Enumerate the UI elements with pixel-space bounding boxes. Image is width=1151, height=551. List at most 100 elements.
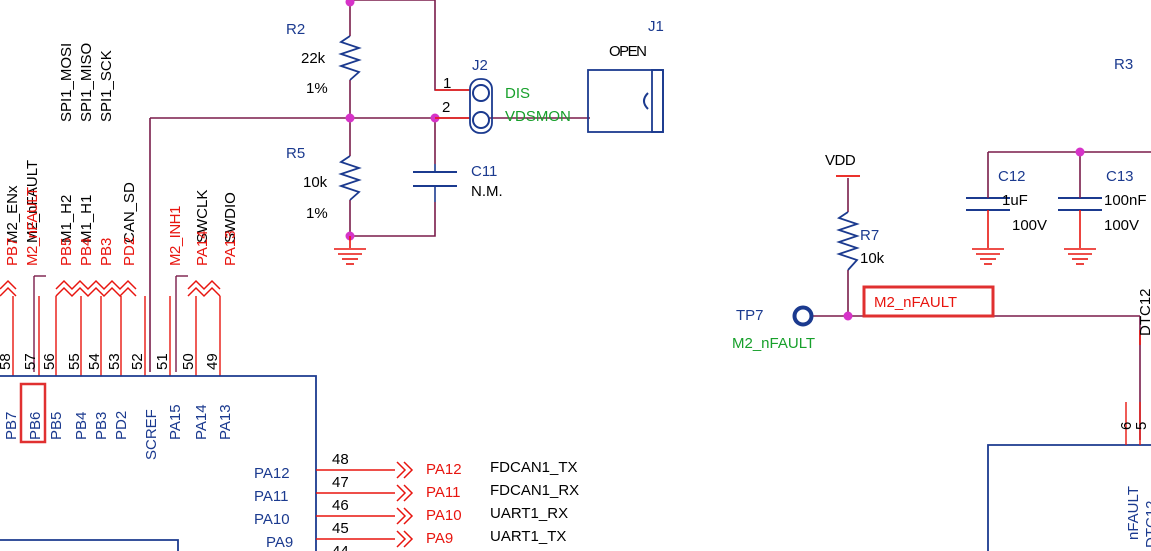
port-pb3: PB3 — [98, 238, 115, 266]
mcu-pin-pb4: PB4 — [73, 412, 90, 440]
m2-nfault-net-label: M2_nFAULT — [862, 285, 995, 318]
pin-58: 58 — [0, 353, 14, 370]
port-pd2: PD2 — [121, 237, 138, 266]
j2-pin2: 2 — [442, 99, 450, 116]
j1-ref: J1 — [648, 18, 664, 35]
r5-value: 10k — [303, 174, 328, 191]
port-pa10: PA10 — [426, 507, 462, 524]
pin-45: 45 — [332, 520, 349, 537]
resistor-r7: R7 10k — [836, 211, 885, 271]
pin-57: 57 — [22, 353, 39, 370]
testpoint-tp7: TP7 M2_nFAULT — [732, 305, 815, 352]
mcu-pin-pb5: PB5 — [48, 412, 65, 440]
tp7-ref: TP7 — [736, 307, 764, 324]
port-pa9: PA9 — [426, 530, 453, 547]
c11-ref: C11 — [471, 163, 497, 180]
c12-voltage: 100V — [1012, 217, 1047, 234]
vdd-symbol: VDD — [825, 152, 860, 177]
r5-tolerance: 1% — [306, 205, 328, 222]
mcu-pin-pa14: PA14 — [193, 404, 210, 440]
c11-value: N.M. — [471, 183, 503, 200]
resistor-r5: R5 10k 1% — [286, 145, 362, 222]
pin-48: 48 — [332, 451, 349, 468]
c12-ref: C12 — [998, 168, 1026, 185]
net-spi1-mosi: SPI1_MOSI — [58, 43, 75, 122]
net-can-sd: CAN_SD — [121, 182, 138, 243]
r7-value: 10k — [860, 250, 885, 267]
pin-52: 52 — [129, 353, 146, 370]
net-uart1-rx: UART1_RX — [490, 505, 568, 522]
c13-voltage: 100V — [1104, 217, 1139, 234]
mcu-pin-pd2: PD2 — [113, 411, 130, 440]
j2-net-dis: DIS — [505, 85, 530, 102]
mcu-pin-pb3: PB3 — [93, 412, 110, 440]
net-swclk: SWCLK — [194, 190, 211, 243]
mcu-pin-pa15: PA15 — [167, 404, 184, 440]
j2-net-vdsmon: VDSMON — [505, 108, 571, 125]
net-fdcan1-tx: FDCAN1_TX — [490, 459, 578, 476]
vdd-label: VDD — [825, 152, 856, 169]
capacitor-c11: C11 N.M. — [413, 163, 503, 202]
nfault-box-label: M2_nFAULT — [874, 294, 957, 311]
r2-tolerance: 1% — [306, 80, 328, 97]
capacitor-c12: C12 1uF 100V — [966, 168, 1047, 265]
c12-value: 1uF — [1002, 192, 1028, 209]
port-pa14: PA14 — [194, 230, 211, 266]
net-m1-h1: M1_H1 — [78, 195, 95, 243]
pb6-highlight-box — [19, 382, 47, 444]
mcu-top-pin-names: PB7 PB6 PB5 PB4 PB3 PD2 SCREF PA15 PA14 … — [3, 404, 234, 460]
port-pa11: PA11 — [426, 484, 460, 501]
port-pb4: PB4 — [78, 238, 95, 266]
net-m2-nfault: M2_nFAULT — [24, 160, 41, 243]
net-m1-h2: M1_H2 — [58, 195, 75, 243]
net-fdcan1-rx: FDCAN1_RX — [490, 482, 579, 499]
capacitor-c13: C13 100nF 100V — [1058, 168, 1147, 265]
net-swdio: SWDIO — [222, 192, 239, 243]
top-pin-numbers: 58 57 56 55 54 53 52 51 50 49 — [0, 353, 221, 370]
driver-pin-nfault: nFAULT — [1125, 486, 1142, 540]
port-pa13: PA13 — [222, 230, 239, 266]
driver-pin-dtc12: DTC12 — [1143, 500, 1151, 548]
pin-55: 55 — [66, 353, 83, 370]
c13-value: 100nF — [1104, 192, 1147, 209]
pin-47: 47 — [332, 474, 349, 491]
pin-56: 56 — [41, 353, 58, 370]
driver-pin-6: 6 — [1118, 422, 1135, 430]
j2-ref: J2 — [472, 57, 488, 74]
mcu-pin-scref: SCREF — [143, 409, 160, 460]
net-m2-enx: M2_ENx — [4, 185, 21, 243]
jumper-j2: J2 1 2 DIS VDSMON — [435, 57, 571, 134]
r7-ref: R7 — [860, 227, 879, 244]
pin-51: 51 — [154, 353, 171, 370]
mcu-pin-pb7: PB7 — [3, 412, 20, 440]
resistor-r2: R2 22k 1% — [286, 21, 362, 97]
tp7-net: M2_nFAULT — [732, 335, 815, 352]
top-net-labels: SPI1_MOSI SPI1_MISO SPI1_SCK M2_ENx M2_n… — [4, 43, 239, 243]
driver-pin-5: 5 — [1133, 422, 1150, 430]
port-pb7: PB7 — [4, 238, 21, 266]
j2-pin1: 1 — [443, 75, 451, 92]
pin-50: 50 — [180, 353, 197, 370]
pin-49: 49 — [204, 353, 221, 370]
top-pin-legs — [12, 296, 221, 376]
driver-ic: DTC12 6 5 nFAULT DTC12 — [987, 288, 1151, 551]
junctions — [345, 0, 1085, 321]
mcu-pin-pa10: PA10 — [254, 511, 290, 528]
r2-ref: R2 — [286, 21, 305, 38]
mcu-pin-pa13: PA13 — [217, 404, 234, 440]
j1-value: OPEN — [609, 43, 646, 60]
port-pa12: PA12 — [426, 461, 462, 478]
mcu-pin-pb6: PB6 — [27, 412, 44, 440]
net-uart1-tx: UART1_TX — [490, 528, 566, 545]
top-port-labels: PB7 M2_nFAULT PB5 PB4 PB3 PD2 M2_INH1 PA… — [4, 187, 239, 266]
port-chevrons-top — [0, 279, 221, 298]
mcu-pin-pa12: PA12 — [254, 465, 290, 482]
r5-ref: R5 — [286, 145, 305, 162]
jumper-j1: J1 OPEN — [587, 18, 664, 133]
pin-53: 53 — [106, 353, 123, 370]
c13-ref: C13 — [1106, 168, 1134, 185]
top-net-wires — [33, 275, 188, 372]
port-m2-inh1: M2_INH1 — [167, 206, 184, 266]
net-spi1-sck: SPI1_SCK — [98, 50, 115, 122]
port-pb5: PB5 — [58, 238, 75, 266]
